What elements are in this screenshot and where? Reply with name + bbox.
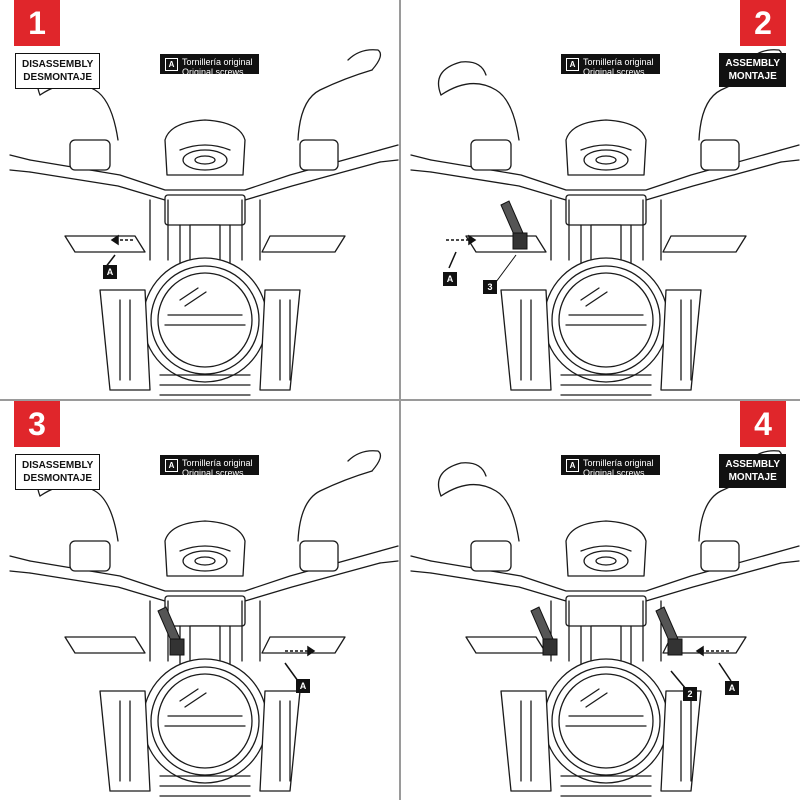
motorcycle-front-illustration <box>410 450 800 797</box>
step-number: 1 <box>14 0 60 46</box>
screw-arrow-icon <box>670 645 732 690</box>
bracket-part <box>655 606 683 656</box>
motorcycle-front-illustration <box>410 49 800 396</box>
part-tag-a: A <box>725 681 739 695</box>
part-tag-2: 2 <box>683 687 697 701</box>
motorcycle-front-illustration <box>9 450 399 797</box>
part-tag-3: 3 <box>483 280 497 294</box>
step-number: 2 <box>740 0 786 46</box>
panel-divider-horizontal <box>0 399 800 401</box>
screw-arrow-icon <box>446 234 477 269</box>
part-tag-a: A <box>103 265 117 279</box>
screw-arrow-icon <box>284 645 316 682</box>
step-number: 3 <box>14 401 60 447</box>
step-number: 4 <box>740 401 786 447</box>
part-tag-a: A <box>443 272 457 286</box>
part-tag-a: A <box>296 679 310 693</box>
